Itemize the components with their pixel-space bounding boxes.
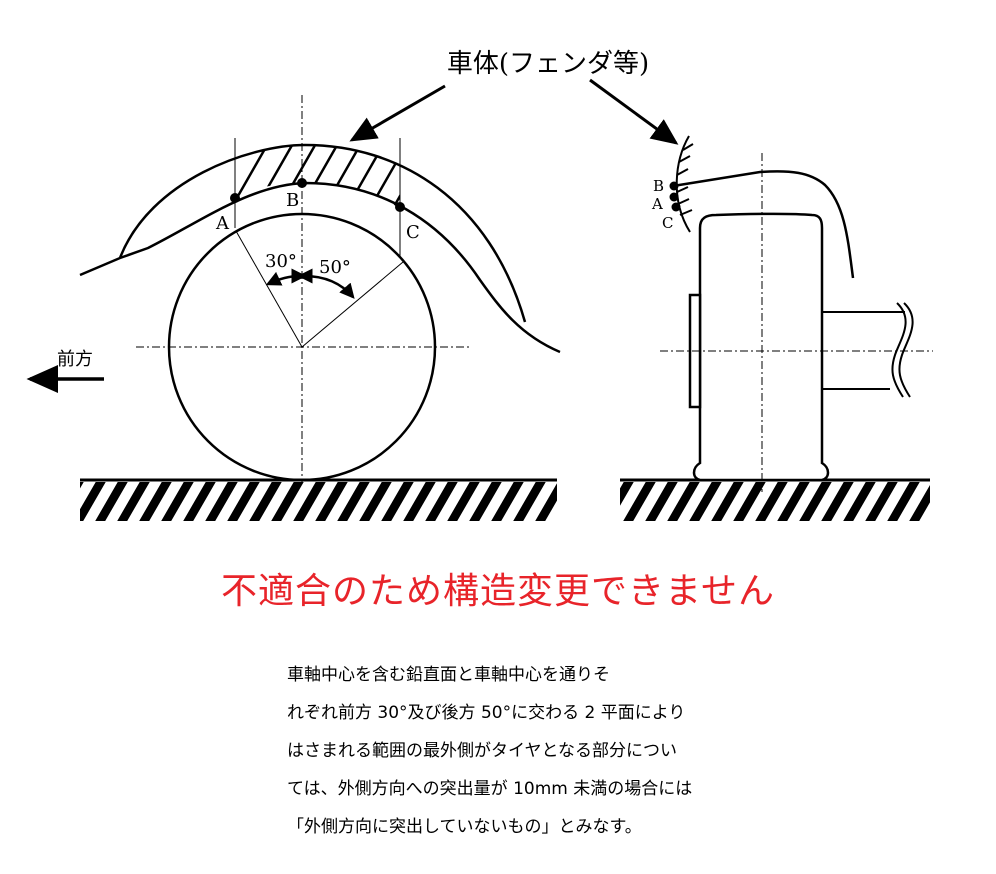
point-a-rear: [669, 192, 679, 202]
fender-inner: [79, 181, 561, 354]
label-c: C: [406, 222, 420, 243]
description-line: れぞれ前方 30°及び後方 50°に交わる 2 平面により: [287, 703, 686, 723]
ground-hatch: [80, 482, 557, 521]
point-a: [230, 193, 240, 203]
fender-section: [675, 135, 691, 233]
tire-rear: [692, 212, 830, 482]
description-line: ては、外側方向への突出量が 10mm 未満の場合には: [287, 779, 693, 799]
angle-rear-label: 50°: [319, 257, 351, 278]
point-b: [297, 178, 307, 188]
label-a-rear: A: [651, 195, 663, 213]
point-c-rear: [671, 202, 681, 212]
forward-label: 前方: [57, 349, 93, 370]
rear-view: B A C: [620, 135, 933, 521]
description-line: 車軸中心を含む鉛直面と車軸中心を通りそ: [287, 665, 610, 685]
fender-outer: [118, 143, 527, 323]
label-a: A: [215, 213, 230, 234]
break-mark: [891, 302, 907, 398]
angle-front-label: 30°: [265, 251, 297, 272]
description-line: 「外側方向に突出していないもの」とみなす。: [287, 817, 642, 837]
callout-label: 車体(フェンダ等): [447, 49, 649, 79]
angle-arc-front: [265, 268, 313, 286]
point-c: [395, 202, 405, 212]
description-line: はさまれる範囲の最外側がタイヤとなる部分につい: [287, 741, 677, 761]
label-b-rear: B: [653, 177, 664, 195]
fender-top: [672, 170, 855, 279]
label-c-rear: C: [662, 214, 673, 232]
description: 車軸中心を含む鉛直面と車軸中心を通りそ れぞれ前方 30°及び後方 50°に交わ…: [287, 656, 692, 846]
callout-arrow-left: [349, 84, 446, 142]
callout-arrow-right: [589, 78, 679, 145]
label-b: B: [286, 190, 299, 211]
point-b-rear: [669, 181, 679, 191]
ground-hatch-rear: [620, 482, 930, 521]
side-view: 30° 50° A B C 前方: [26, 95, 561, 521]
warning-text: 不適合のため構造変更できません: [221, 571, 775, 612]
angle-arc-rear: [291, 268, 355, 299]
